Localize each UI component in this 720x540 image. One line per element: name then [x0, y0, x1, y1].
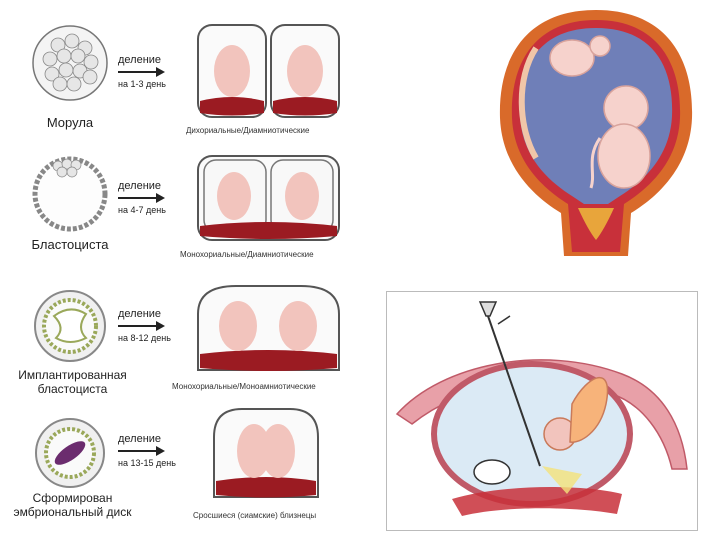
fetoscopy-illustration — [395, 301, 688, 516]
arrow-icon — [118, 67, 193, 77]
large-fetus-icon — [597, 85, 651, 189]
embryonic-disc-cell — [35, 418, 105, 488]
arrow-label: деление — [118, 433, 162, 445]
days-label: на 13-15 день — [118, 458, 176, 468]
implanted-blastocyst-cell — [34, 290, 106, 362]
days-label: на 4-7 день — [118, 205, 166, 215]
cell-label-line2: бластоциста — [37, 382, 108, 396]
conjoined-twins-sac — [213, 408, 319, 498]
cell-label-line1: Сформирован — [32, 491, 113, 505]
cell-label: Бластоциста — [31, 237, 109, 252]
arrow-icon — [118, 321, 193, 331]
division-arrow: деление на 1-3 день — [118, 54, 193, 89]
division-arrow: деление на 13-15 день — [118, 433, 193, 468]
twin-type-caption: Монохориальные/Моноамниотические — [172, 382, 316, 391]
twin-type-caption: Сросшиеся (сиамские) близнецы — [193, 511, 317, 520]
twin-sacs-dichorionic — [197, 24, 340, 118]
twin-sacs-monochorionic-diamniotic — [197, 155, 340, 241]
fetus-icon — [543, 376, 609, 451]
endoscope-icon — [478, 301, 541, 467]
days-label: на 1-3 день — [118, 79, 166, 89]
morula-cell — [32, 25, 108, 101]
row-blastocyst: Бластоциста деление на 4-7 день Монохори… — [0, 150, 360, 275]
cell-label-line1: Имплантированная — [18, 368, 127, 382]
row-implanted-blastocyst: Имплантированная бластоциста деление на … — [0, 282, 360, 407]
cell-label: Имплантированная бластоциста — [5, 368, 140, 396]
days-label: на 8-12 день — [118, 333, 171, 343]
division-arrow: деление на 4-7 день — [118, 180, 193, 215]
arrow-icon — [118, 193, 193, 203]
twin-type-caption: Дихориальные/Диамниотические — [186, 126, 310, 135]
arrow-label: деление — [118, 308, 162, 320]
cell-label: Сформирован эмбриональный диск — [5, 491, 140, 519]
arrow-label: деление — [118, 180, 162, 192]
uterus-twins-illustration — [499, 10, 693, 256]
arrow-icon — [118, 446, 193, 456]
row-embryonic-disc: Сформирован эмбриональный диск деление н… — [0, 405, 360, 530]
cell-label-line2: эмбриональный диск — [13, 505, 132, 519]
division-arrow: деление на 8-12 день — [118, 308, 193, 343]
arrow-label: деление — [118, 54, 162, 66]
blastocyst-cell — [32, 156, 108, 232]
small-fetus-icon — [549, 39, 595, 77]
twin-type-caption: Монохориальные/Диамниотические — [180, 250, 314, 259]
cell-label: Морула — [46, 115, 94, 130]
row-morula: Морула деление на 1-3 день Дихориальные/… — [0, 18, 360, 143]
twin-sacs-monochorionic-monoamniotic — [197, 285, 340, 371]
